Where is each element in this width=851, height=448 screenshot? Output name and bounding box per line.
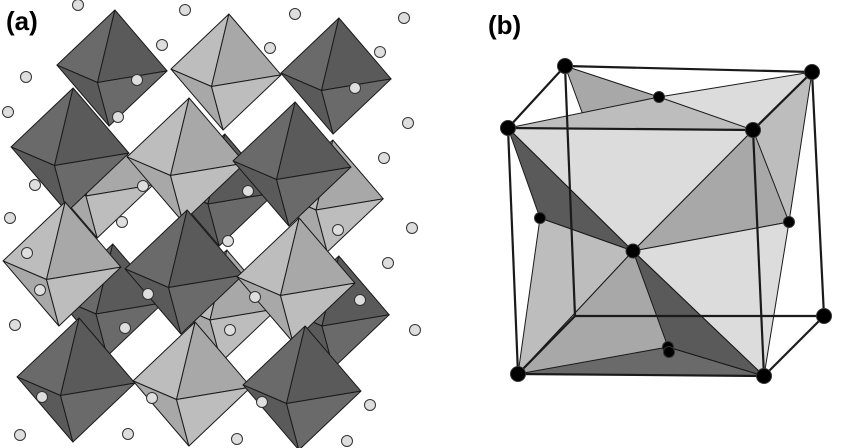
unit-cell-edge (752, 71, 813, 131)
cation-atom (72, 0, 84, 11)
octahedra-network-figure (2, 0, 421, 448)
panel-a-octahedral-framework: (a) (2, 0, 421, 448)
cation-atom (222, 235, 234, 247)
cation-atom (354, 294, 366, 306)
octahedron-face (60, 382, 136, 443)
cation-atom (364, 399, 376, 411)
octahedron-face (170, 162, 246, 223)
unit-cell-figure (500, 58, 832, 384)
octahedron-face (207, 192, 276, 247)
cation-atom (341, 435, 353, 447)
cation-atom (249, 291, 261, 303)
cation-atom (231, 433, 243, 445)
unit-cell-edge (751, 129, 766, 377)
unit-cell-edge (517, 315, 576, 375)
cation-atom (9, 319, 21, 331)
cation-atom (409, 324, 421, 336)
cation-atom (374, 46, 386, 58)
unit-cell-edge (506, 127, 520, 375)
cation-atom (142, 288, 154, 300)
octahedron-face (176, 386, 252, 447)
octahedron-face (280, 282, 356, 343)
cation-atom (264, 42, 276, 54)
panel-b-unit-cell: (b) (440, 0, 851, 448)
cation-atom (289, 8, 301, 20)
panel-b-label: (b) (488, 10, 522, 40)
octahedron-face (286, 390, 362, 448)
octahedron-face (276, 166, 352, 227)
cation-atom (119, 322, 131, 334)
face-atom (653, 91, 665, 103)
unit-cell-edge (507, 126, 754, 132)
unit-cell-edge (763, 315, 825, 377)
cation-atom (349, 82, 361, 94)
panel-a-label: (a) (6, 6, 38, 36)
octahedron-face (211, 74, 282, 131)
cation-atom (146, 392, 158, 404)
cation-atom (21, 247, 33, 259)
face-atom (663, 346, 675, 358)
corner-atom (816, 308, 832, 324)
cation-atom (179, 4, 191, 16)
unit-cell-edge (517, 372, 765, 378)
cation-atom (256, 396, 268, 408)
cation-atom (156, 39, 168, 51)
unit-cell-edge (507, 65, 566, 129)
cation-atom (224, 324, 236, 336)
cation-atom (332, 224, 344, 236)
octahedron-face (54, 152, 130, 213)
cation-atom (4, 212, 16, 224)
octahedron-face (85, 184, 154, 239)
corner-atom (756, 368, 772, 384)
unit-cell-edge (810, 71, 826, 317)
octahedron-face (168, 274, 244, 335)
cation-atom (116, 216, 128, 228)
cation-atom (402, 117, 414, 129)
corner-atom (804, 64, 820, 80)
corner-atom (557, 58, 573, 74)
corner-atom (500, 120, 516, 136)
octahedron-face (632, 250, 765, 377)
cation-atom (398, 12, 410, 24)
cation-atom (122, 428, 134, 440)
face-atom (534, 212, 546, 224)
center-atom (625, 243, 641, 259)
cation-atom (29, 179, 41, 191)
cation-atom (137, 180, 149, 192)
cation-atom (112, 111, 124, 123)
cation-atom (242, 185, 254, 197)
cation-atom (36, 391, 48, 403)
corner-atom (745, 122, 761, 138)
cation-atom (14, 429, 26, 441)
cation-atom (2, 106, 14, 118)
cation-atom (20, 71, 32, 83)
octahedron-face (209, 308, 278, 363)
corner-atom (510, 366, 526, 382)
cation-atom (131, 74, 143, 86)
cation-atom (406, 222, 418, 234)
cation-atom (34, 284, 46, 296)
cation-atom (382, 257, 394, 269)
octahedron-face (315, 198, 384, 253)
unit-cell-edge (563, 65, 577, 317)
octahedron-face (46, 266, 122, 327)
cation-atom (378, 152, 390, 164)
unit-cell-edge (564, 64, 813, 74)
face-atom (783, 216, 795, 228)
octahedron-face (321, 314, 390, 369)
